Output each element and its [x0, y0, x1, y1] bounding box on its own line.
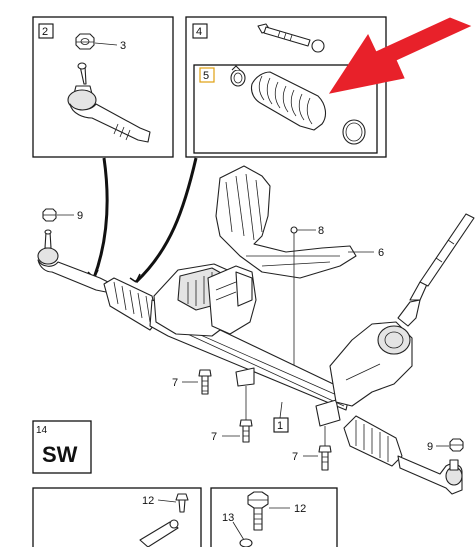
sw-frame: [32, 420, 92, 474]
callout-13: 13: [222, 512, 234, 524]
nut-icon: [75, 33, 95, 50]
leader-inset-2-to-rack: [92, 157, 109, 279]
nut-9-right-icon: [449, 438, 464, 452]
inset-frame-tie-rod-end: [32, 16, 174, 158]
heat-shield-icon: [215, 165, 357, 279]
inset-bottom-right: 12 13: [210, 487, 338, 547]
control-unit-icon: [207, 265, 257, 335]
leader-13: [232, 521, 245, 541]
callout-6: 6: [378, 247, 384, 259]
inset-frame-bottom-left: [32, 487, 202, 547]
mounting-bracket-left: [235, 367, 255, 387]
callout-box-2: [38, 23, 54, 39]
bolt-7-left-icon: [198, 369, 212, 395]
tie-rod-end-left-icon: [37, 229, 109, 293]
inset-inner-tie-rod-bellows: 4 5: [185, 16, 387, 158]
callout-box-4: [192, 23, 208, 39]
bolt-7-right-icon: [318, 426, 332, 471]
callout-2: 2: [42, 26, 48, 38]
leader-3: [94, 42, 118, 46]
pinion-housing-icon: [329, 321, 413, 407]
callout-3: 3: [120, 40, 126, 52]
callout-7-right: 7: [292, 451, 298, 463]
callout-9-left: 9: [77, 210, 83, 222]
tie-rod-end-icon: [67, 62, 151, 143]
tie-rod-end-right-icon: [397, 455, 463, 495]
mounting-bracket-right: [315, 399, 341, 427]
callout-box-1: [273, 417, 289, 433]
bolt-12-right-icon: [247, 491, 269, 531]
sw-label-box: 14 SW: [32, 420, 92, 474]
callout-14: 14: [36, 425, 48, 436]
washer-13-icon: [239, 538, 253, 547]
leader-12-left: [157, 499, 177, 503]
o-ring-icon: [342, 119, 366, 145]
inset-tie-rod-end: 2 3: [32, 16, 174, 158]
callout-1: 1: [277, 420, 283, 432]
screw-8-icon: [290, 226, 298, 365]
callout-5: 5: [203, 70, 209, 82]
callout-8: 8: [318, 225, 324, 237]
inset-bottom-left: 12: [32, 487, 202, 547]
bellows-boot-icon: [250, 71, 327, 131]
callout-12-left: 12: [142, 495, 154, 507]
link-arm-icon: [139, 519, 179, 547]
nut-9-left-icon: [42, 208, 57, 222]
inset-frame-inner-tie-rod: [185, 16, 387, 158]
steering-column-shaft-icon: [397, 213, 475, 327]
callout-7-left: 7: [172, 377, 178, 389]
callout-4: 4: [196, 26, 202, 38]
callout-box-5: [199, 67, 215, 83]
leader-inset-4-to-rack: [134, 157, 198, 284]
inset-frame-bellows: [193, 64, 378, 154]
bolt-12-left-icon: [175, 493, 189, 513]
red-pointer-arrow: [328, 17, 472, 94]
clamp-icon: [230, 65, 246, 87]
sw-label: SW: [42, 442, 78, 467]
callout-7-mid: 7: [211, 431, 217, 443]
callout-9-right: 9: [427, 441, 433, 453]
steering-rack-assembly: [103, 263, 413, 467]
inset-frame-bottom-right: [210, 487, 338, 547]
inner-tie-rod-icon: [257, 23, 325, 53]
bolt-7-mid-icon: [239, 386, 253, 443]
right-bellows-icon: [343, 415, 403, 467]
leader-1: [279, 401, 283, 419]
callout-12-right: 12: [294, 503, 306, 515]
